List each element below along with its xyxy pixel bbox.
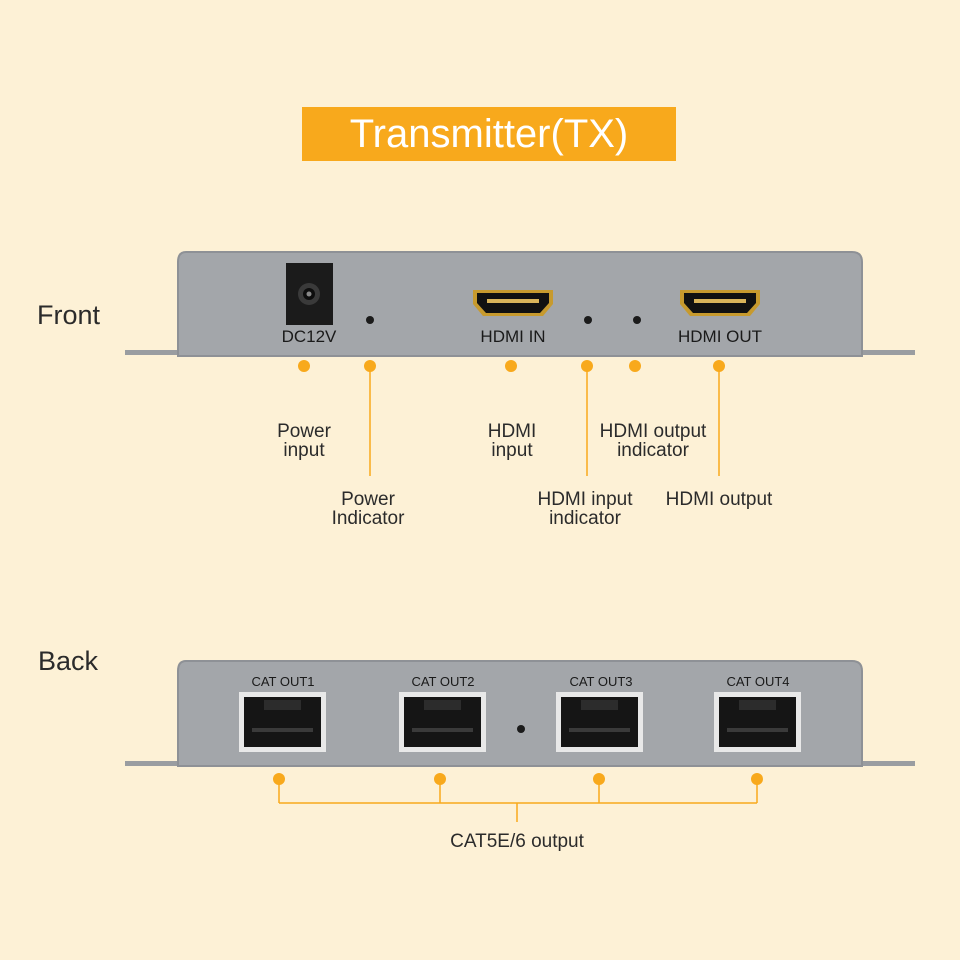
cat-out3-port	[556, 692, 643, 752]
power-input-dot	[298, 360, 310, 372]
hdmi-output-indicator-callout: HDMI output indicator	[599, 421, 707, 461]
hdmi-out-port	[680, 290, 760, 316]
back-indicator-led	[517, 725, 525, 733]
cat-out2-port	[399, 692, 486, 752]
hdmi-input-dot	[505, 360, 517, 372]
cat-out4-label: CAT OUT4	[726, 674, 790, 689]
front-callout-lines	[369, 366, 720, 476]
hdmi-output-dot	[713, 360, 725, 372]
hdmi-in-label: HDMI IN	[480, 327, 546, 346]
dc-power-jack	[286, 263, 333, 325]
cat-out3-dot	[593, 773, 605, 785]
front-heading: Front	[37, 300, 101, 330]
back-callout-lines	[278, 779, 758, 822]
hdmi-out-label: HDMI OUT	[677, 327, 763, 346]
cat-out4-dot	[751, 773, 763, 785]
hdmi-input-indicator-dot	[581, 360, 593, 372]
hdmi-output-indicator-dot	[629, 360, 641, 372]
power-input-callout: Power input	[277, 421, 331, 461]
cat-out3-label: CAT OUT3	[569, 674, 633, 689]
cat-out2-label: CAT OUT2	[411, 674, 475, 689]
page-title: Transmitter(TX)	[302, 107, 676, 161]
cat-out1-label: CAT OUT1	[251, 674, 315, 689]
hdmi-output-indicator-led	[633, 316, 641, 324]
cat-out1-dot	[273, 773, 285, 785]
hdmi-input-indicator-led	[584, 316, 592, 324]
cat-output-callout: CAT5E/6 output	[450, 831, 584, 852]
hdmi-output-callout: HDMI output	[665, 489, 773, 510]
power-indicator-led	[366, 316, 374, 324]
hdmi-input-indicator-callout: HDMI input indicator	[537, 489, 633, 529]
hdmi-input-callout: HDMI input	[487, 421, 537, 461]
front-callout-dots	[298, 360, 725, 372]
dc12v-label: DC12V	[281, 327, 337, 346]
back-heading: Back	[38, 646, 99, 676]
back-panel-body	[177, 660, 863, 767]
power-indicator-dot	[364, 360, 376, 372]
cat-out2-dot	[434, 773, 446, 785]
back-callout-dots	[273, 773, 763, 785]
cat-out4-port	[714, 692, 801, 752]
cat-out1-port	[239, 692, 326, 752]
power-indicator-callout: Power Indicator	[331, 489, 405, 529]
hdmi-in-port	[473, 290, 553, 316]
